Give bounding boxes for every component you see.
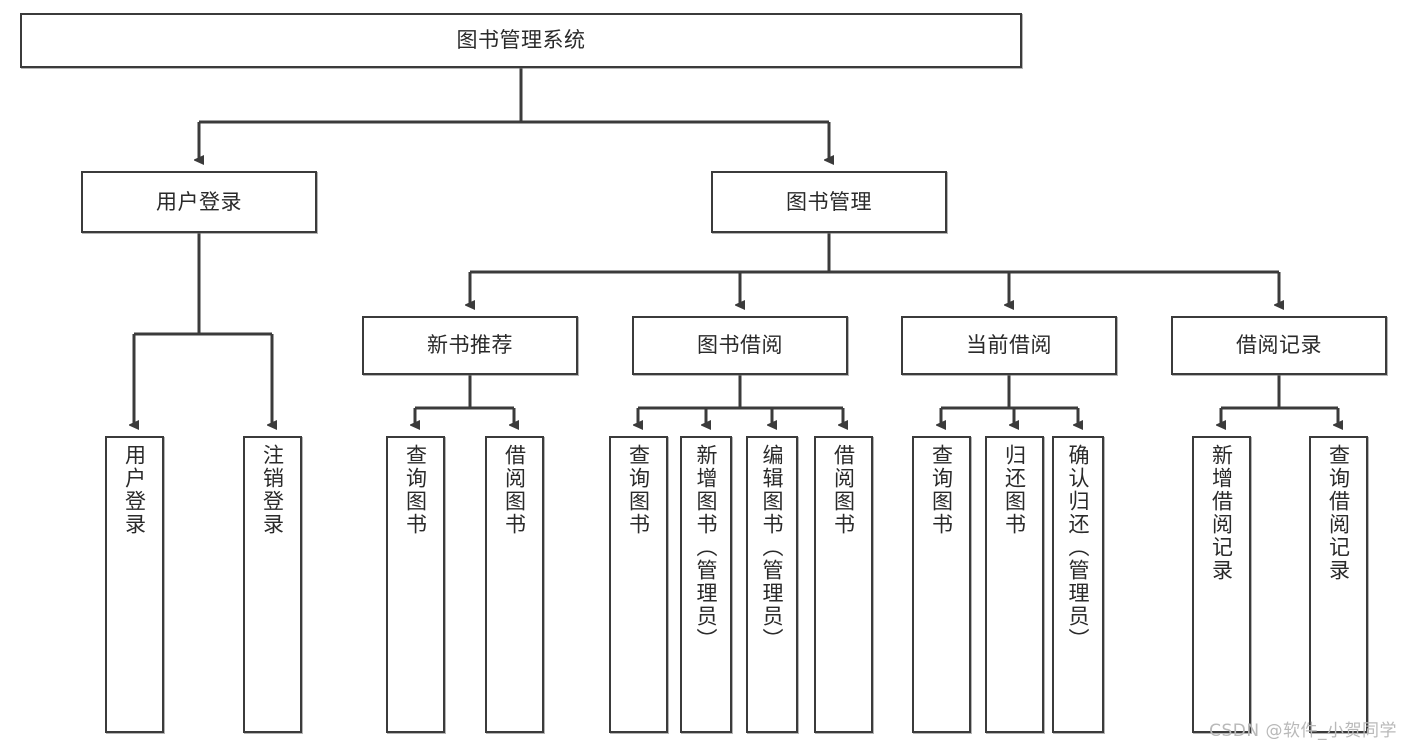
node-label: 用户登录 — [156, 189, 242, 214]
leaf-confirm-return-admin[interactable]: 确认归还（管理员） — [1052, 436, 1104, 733]
leaf-query-borrow-record[interactable]: 查询借阅记录 — [1309, 436, 1368, 733]
node-borrow-records[interactable]: 借阅记录 — [1171, 316, 1387, 375]
node-label: 借阅图书 — [502, 444, 527, 536]
node-label: 归还图书 — [1002, 444, 1027, 536]
node-label: 图书管理系统 — [456, 28, 586, 53]
node-label: 借阅图书 — [831, 444, 856, 536]
node-label: 新书推荐 — [427, 333, 513, 358]
leaf-user-login[interactable]: 用户登录 — [105, 436, 164, 733]
leaf-logout[interactable]: 注销登录 — [243, 436, 302, 733]
node-current-borrow[interactable]: 当前借阅 — [901, 316, 1117, 375]
node-label: 图书借阅 — [697, 333, 783, 358]
node-book-borrow[interactable]: 图书借阅 — [632, 316, 848, 375]
leaf-query-books-borrow[interactable]: 查询图书 — [609, 436, 668, 733]
node-label: 新增借阅记录 — [1209, 444, 1234, 582]
leaf-query-books-newbook[interactable]: 查询图书 — [386, 436, 445, 733]
node-label: 新增图书（管理员） — [694, 444, 719, 651]
leaf-borrow-books-borrow[interactable]: 借阅图书 — [814, 436, 873, 733]
node-label: 查询图书 — [626, 444, 651, 536]
node-label: 编辑图书（管理员） — [760, 444, 785, 651]
node-label: 查询图书 — [403, 444, 428, 536]
node-root-system[interactable]: 图书管理系统 — [20, 13, 1022, 68]
node-label: 确认归还（管理员） — [1066, 444, 1091, 651]
leaf-query-books-current[interactable]: 查询图书 — [912, 436, 971, 733]
leaf-add-borrow-record[interactable]: 新增借阅记录 — [1192, 436, 1251, 733]
node-label: 查询图书 — [929, 444, 954, 536]
node-label: 注销登录 — [260, 444, 285, 536]
node-label: 查询借阅记录 — [1326, 444, 1351, 582]
leaf-borrow-books-newbook[interactable]: 借阅图书 — [485, 436, 544, 733]
leaf-edit-book-admin[interactable]: 编辑图书（管理员） — [746, 436, 798, 733]
leaf-return-books[interactable]: 归还图书 — [985, 436, 1044, 733]
node-label: 借阅记录 — [1236, 333, 1322, 358]
leaf-add-book-admin[interactable]: 新增图书（管理员） — [680, 436, 732, 733]
node-label: 用户登录 — [122, 444, 147, 536]
csdn-watermark: CSDN @软件_小贺同学 — [1209, 721, 1397, 741]
node-label: 当前借阅 — [966, 333, 1052, 358]
node-book-management[interactable]: 图书管理 — [711, 171, 947, 233]
node-label: 图书管理 — [786, 189, 872, 214]
node-new-book-recommend[interactable]: 新书推荐 — [362, 316, 578, 375]
node-user-login[interactable]: 用户登录 — [81, 171, 317, 233]
